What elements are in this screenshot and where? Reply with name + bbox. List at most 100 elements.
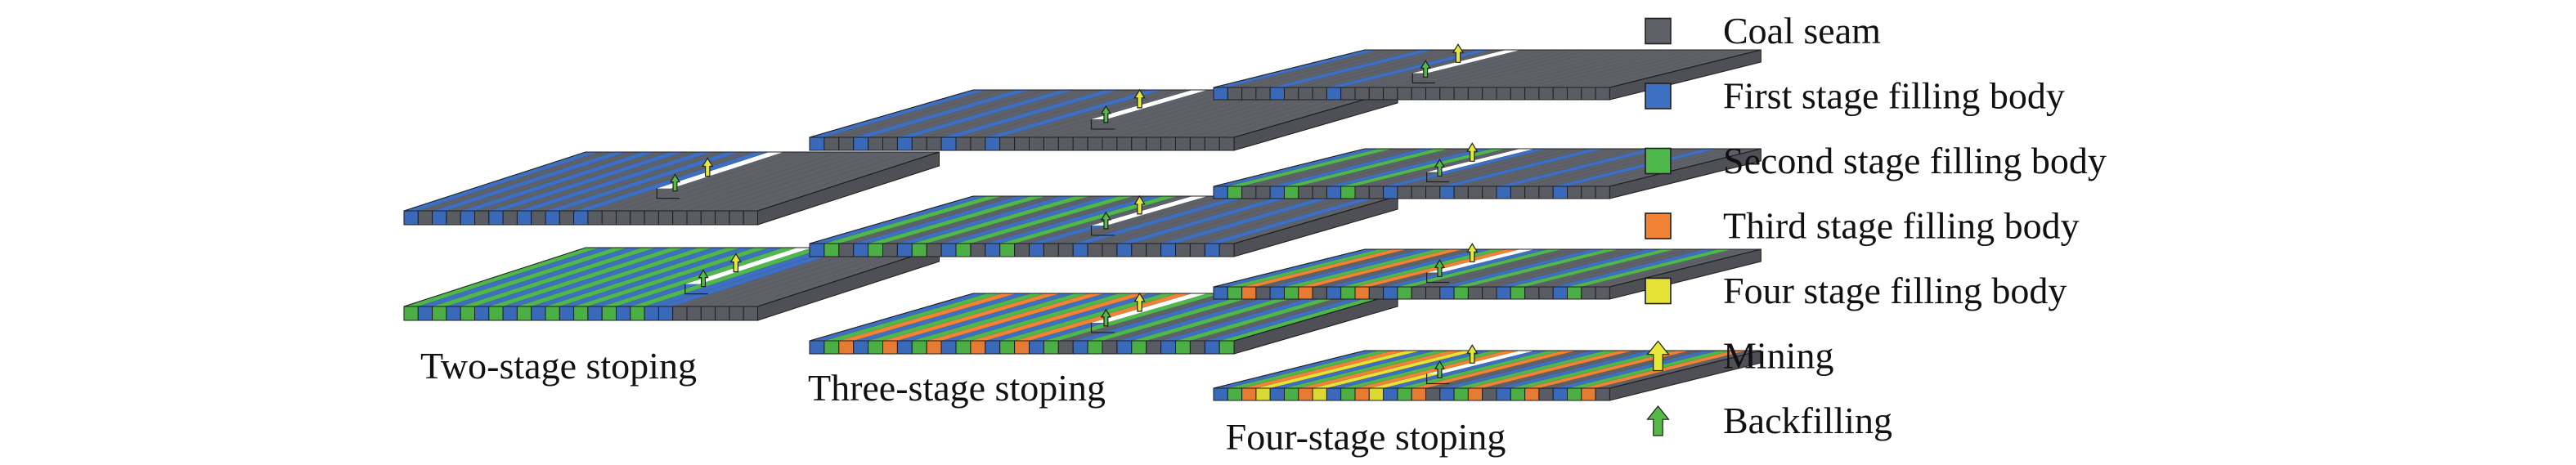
face-cell-coal bbox=[1087, 136, 1103, 151]
mining-arrow-icon bbox=[1133, 292, 1146, 312]
face-cell-coal bbox=[1524, 186, 1540, 199]
face-cell-coal bbox=[1298, 87, 1313, 101]
face-cell-coal bbox=[926, 136, 942, 151]
face-cell-second bbox=[1453, 387, 1469, 401]
face-cell-first bbox=[985, 340, 1001, 355]
face-cell-coal bbox=[1368, 286, 1384, 300]
face-cell-second bbox=[516, 306, 532, 321]
backfilling-arrow-icon bbox=[698, 269, 709, 288]
face-cell-coal bbox=[1595, 87, 1610, 101]
mining-arrow-icon bbox=[1133, 88, 1146, 109]
face-cell-coal bbox=[1453, 87, 1469, 101]
face-cell-coal bbox=[672, 210, 688, 226]
face-cell-second bbox=[999, 243, 1016, 257]
face-cell-first bbox=[985, 243, 1001, 257]
face-cell-first bbox=[403, 210, 419, 226]
face-cell-second bbox=[824, 340, 840, 355]
slab bbox=[809, 194, 1398, 257]
face-cell-second bbox=[824, 243, 840, 257]
face-cell-third bbox=[1524, 387, 1540, 401]
face-cell-coal bbox=[1538, 186, 1554, 199]
face-cell-first bbox=[940, 243, 957, 257]
face-cell-first bbox=[1383, 387, 1398, 401]
mining-gap bbox=[684, 248, 812, 284]
face-cell-second bbox=[1397, 387, 1412, 401]
face-cell-first bbox=[853, 136, 869, 151]
face-cell-coal bbox=[1425, 286, 1441, 300]
face-cell-coal bbox=[1482, 387, 1497, 401]
mining-gap bbox=[1426, 351, 1535, 374]
face-cell-coal bbox=[1567, 87, 1582, 101]
slab bbox=[1213, 142, 1761, 199]
legend-item: Second stage filling body bbox=[1645, 140, 2107, 181]
face-cell-third bbox=[1241, 286, 1257, 300]
face-cell-coal bbox=[1043, 136, 1059, 151]
stoping-group-3: Four-stage stoping bbox=[1213, 43, 1761, 458]
legend-label: Backfilling bbox=[1723, 400, 1892, 441]
face-cell-coal bbox=[502, 210, 518, 226]
face-cell-second bbox=[601, 306, 617, 321]
face-cell-coal bbox=[1595, 186, 1610, 199]
face-cell-coal bbox=[838, 243, 855, 257]
face-cell-coal bbox=[657, 210, 674, 226]
stoping-group-2: Three-stage stoping bbox=[808, 88, 1398, 409]
face-cell-third bbox=[1467, 387, 1483, 401]
face-cell-first bbox=[1029, 340, 1044, 355]
face-cell-third bbox=[1014, 340, 1030, 355]
face-cell-coal bbox=[1175, 243, 1191, 257]
face-cell-coal bbox=[1510, 87, 1526, 101]
step-outline bbox=[1090, 118, 1115, 130]
face-cell-second bbox=[1175, 340, 1191, 355]
face-cell-second bbox=[1227, 186, 1243, 199]
square-icon bbox=[1645, 83, 1672, 110]
face-cell-first bbox=[1072, 340, 1088, 355]
face-cell-coal bbox=[474, 210, 490, 226]
face-cell-coal bbox=[1312, 286, 1327, 300]
face-cell-coal bbox=[1482, 87, 1497, 101]
mining-gap bbox=[1091, 196, 1208, 226]
face-cell-first bbox=[1269, 87, 1285, 101]
mining-arrow-icon bbox=[1466, 344, 1479, 364]
face-cell-first bbox=[417, 306, 433, 321]
face-cell-coal bbox=[729, 210, 744, 226]
face-cell-coal bbox=[1581, 186, 1596, 199]
face-cell-third bbox=[1411, 387, 1426, 401]
face-cell-coal bbox=[970, 136, 986, 151]
face-cell-first bbox=[587, 306, 603, 321]
face-cell-coal bbox=[1131, 243, 1147, 257]
face-cell-first bbox=[1326, 286, 1342, 300]
face-cell-coal bbox=[630, 210, 645, 226]
face-cell-first bbox=[474, 306, 490, 321]
face-cell-coal bbox=[1057, 243, 1074, 257]
face-cell-first bbox=[1160, 340, 1176, 355]
face-cell-first bbox=[488, 210, 504, 226]
face-cell-first bbox=[1269, 286, 1285, 300]
face-cell-coal bbox=[1467, 286, 1483, 300]
backfilling-arrow-icon bbox=[1100, 308, 1111, 327]
face-cell-coal bbox=[1175, 136, 1191, 151]
face-cell-second bbox=[868, 243, 883, 257]
legend-item: First stage filling body bbox=[1645, 75, 2065, 117]
face-cell-second bbox=[999, 340, 1016, 355]
face-cell-coal bbox=[1368, 186, 1384, 199]
face-cell-coal bbox=[1538, 87, 1554, 101]
face-cell-second bbox=[955, 340, 972, 355]
face-cell-first bbox=[1439, 387, 1455, 401]
face-cell-coal bbox=[868, 136, 883, 151]
face-cell-coal bbox=[1298, 186, 1313, 199]
slab bbox=[1213, 43, 1761, 101]
face-cell-coal bbox=[1354, 87, 1370, 101]
face-cell-coal bbox=[531, 210, 546, 226]
face-cell-coal bbox=[1014, 136, 1030, 151]
face-cell-first bbox=[1269, 186, 1285, 199]
face-cell-coal bbox=[1368, 87, 1384, 101]
face-cell-coal bbox=[1189, 340, 1205, 355]
backfilling-arrow-icon bbox=[1420, 60, 1431, 78]
mining-gap bbox=[1426, 149, 1535, 172]
face-cell-second bbox=[955, 243, 972, 257]
face-cell-coal bbox=[1087, 243, 1103, 257]
face-cell-first bbox=[516, 210, 532, 226]
face-cell-coal bbox=[1227, 87, 1243, 101]
face-cell-first bbox=[1116, 340, 1133, 355]
